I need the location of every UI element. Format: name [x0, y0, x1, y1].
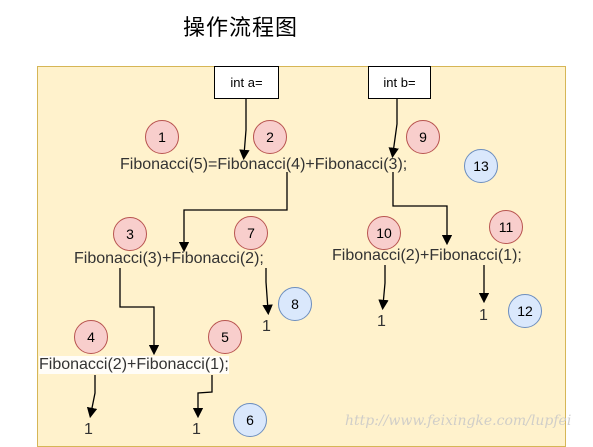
result-one: 1: [262, 318, 271, 335]
step-marker-13: 13: [464, 149, 498, 183]
result-one: 1: [479, 307, 488, 324]
diagram-canvas: [37, 66, 566, 447]
expression-fibonacci-5: Fibonacci(5)=Fibonacci(4)+Fibonacci(3);: [120, 156, 408, 173]
watermark: http://www.feixingke.com/lupfei: [345, 413, 572, 429]
result-one: 1: [192, 421, 201, 438]
int-a-box: int a=: [214, 66, 279, 99]
step-marker-10: 10: [367, 216, 401, 250]
step-marker-5: 5: [208, 320, 242, 354]
diagram-title: 操作流程图: [183, 16, 299, 41]
step-marker-7: 7: [234, 216, 268, 250]
step-marker-3: 3: [113, 217, 147, 251]
result-one: 1: [377, 313, 386, 330]
step-marker-12: 12: [508, 294, 542, 328]
expression-fibonacci-3-bottom-split: Fibonacci(2)+Fibonacci(1);: [39, 356, 229, 374]
step-marker-2: 2: [253, 120, 287, 154]
int-b-label: int b=: [383, 75, 416, 90]
int-a-label: int a=: [230, 75, 263, 90]
expression-fibonacci-3-right-split: Fibonacci(2)+Fibonacci(1);: [332, 247, 522, 264]
step-marker-11: 11: [489, 210, 523, 244]
step-marker-4: 4: [74, 320, 108, 354]
step-marker-6: 6: [233, 403, 267, 437]
int-b-box: int b=: [368, 66, 431, 99]
result-one: 1: [84, 421, 93, 438]
expression-fibonacci-3-split: Fibonacci(3)+Fibonacci(2);: [74, 250, 264, 267]
step-marker-1: 1: [145, 120, 179, 154]
step-marker-8: 8: [278, 287, 312, 321]
step-marker-9: 9: [406, 120, 440, 154]
